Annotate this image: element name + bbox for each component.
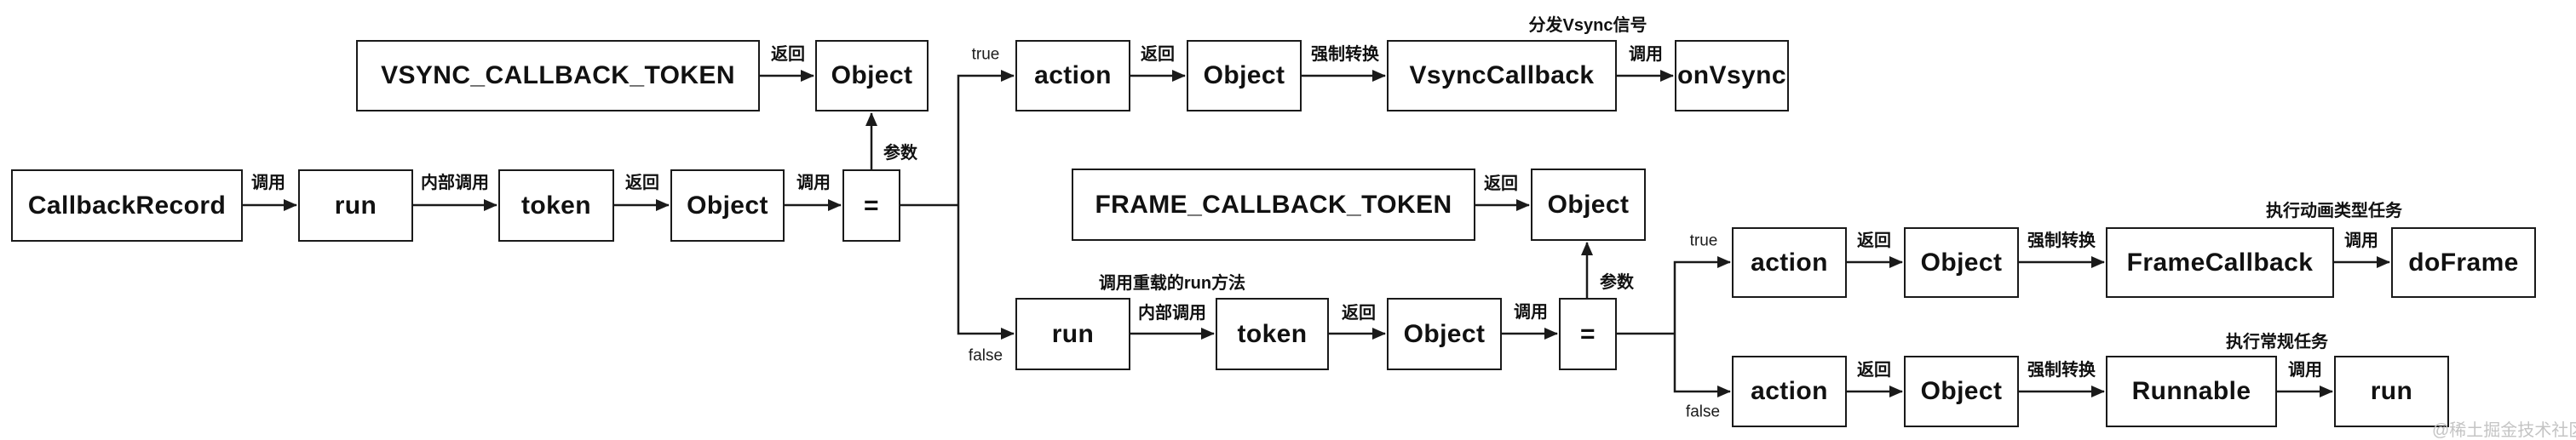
label-return-action-runnable: 返回 xyxy=(1857,361,1891,380)
node-token-1: token xyxy=(498,169,614,242)
node-object-action-frame: Object xyxy=(1904,227,2019,298)
node-vsync-callback: VsyncCallback xyxy=(1387,40,1617,111)
edge-branch-1-true-line xyxy=(957,70,1015,205)
label-branch-1-true: true xyxy=(971,45,1000,64)
label-cast-frame: 强制转换 xyxy=(2027,231,2096,250)
edge-branch-2-true-line xyxy=(1673,256,1731,334)
label-branch-2-true: true xyxy=(1689,231,1718,250)
node-frame-callback-token: FRAME_CALLBACK_TOKEN xyxy=(1072,169,1475,241)
label-call-do-frame: 调用 xyxy=(2344,231,2378,250)
label-branch-2-false: false xyxy=(1685,403,1721,421)
label-return-token-1: 返回 xyxy=(625,174,659,192)
edge-branch-1-false-line xyxy=(957,205,1015,340)
label-caption-overloaded-run: 调用重载的run方法 xyxy=(1098,274,1246,293)
node-action-vsync: action xyxy=(1015,40,1130,111)
label-caption-regular-task: 执行常规任务 xyxy=(2226,333,2328,351)
node-frame-callback: FrameCallback xyxy=(2106,227,2334,298)
label-cast-vsync: 强制转换 xyxy=(1311,45,1379,64)
node-runnable: Runnable xyxy=(2106,356,2277,427)
label-internal-call-2: 内部调用 xyxy=(1138,304,1206,323)
watermark: @稀土掘金技术社区 xyxy=(2432,421,2576,440)
label-internal-call-1: 内部调用 xyxy=(421,174,489,192)
node-object-action-vsync: Object xyxy=(1187,40,1302,111)
label-call-assign-1: 调用 xyxy=(796,174,831,192)
node-assign-1: = xyxy=(842,169,900,242)
label-call-run-3: 调用 xyxy=(2288,361,2322,380)
label-call-run-1: 调用 xyxy=(251,174,285,192)
label-return-frame-token: 返回 xyxy=(1484,174,1518,193)
node-object-action-runnable: Object xyxy=(1904,356,2019,427)
label-param-2: 参数 xyxy=(1600,273,1634,292)
label-param-1: 参数 xyxy=(883,144,917,163)
node-object-frame-token: Object xyxy=(1531,169,1646,241)
node-do-frame: doFrame xyxy=(2391,227,2536,298)
node-action-frame: action xyxy=(1732,227,1847,298)
label-return-action-frame: 返回 xyxy=(1857,231,1891,250)
label-branch-1-false: false xyxy=(968,346,1003,365)
node-object-1: Object xyxy=(670,169,785,242)
node-on-vsync: onVsync xyxy=(1675,40,1789,111)
node-run-2: run xyxy=(1015,298,1130,370)
node-run-1: run xyxy=(298,169,413,242)
label-return-vsync-token: 返回 xyxy=(771,45,805,64)
node-object-vsync-token: Object xyxy=(815,40,929,111)
label-caption-anim-task: 执行动画类型任务 xyxy=(2266,202,2402,220)
node-run-3: run xyxy=(2334,356,2449,427)
node-vsync-callback-token: VSYNC_CALLBACK_TOKEN xyxy=(356,40,760,111)
label-caption-dispatch-vsync: 分发Vsync信号 xyxy=(1528,16,1647,35)
label-call-assign-2: 调用 xyxy=(1514,303,1548,322)
label-return-action-vsync: 返回 xyxy=(1141,45,1175,64)
node-object-2: Object xyxy=(1387,298,1502,370)
label-return-token-2: 返回 xyxy=(1342,304,1376,323)
node-callback-record: CallbackRecord xyxy=(11,169,243,242)
label-cast-runnable: 强制转换 xyxy=(2027,361,2096,380)
edge-branch-2-false-line xyxy=(1673,334,1731,397)
label-call-on-vsync: 调用 xyxy=(1629,45,1663,64)
node-action-runnable: action xyxy=(1732,356,1847,427)
node-token-2: token xyxy=(1216,298,1329,370)
node-assign-2: = xyxy=(1559,298,1617,370)
